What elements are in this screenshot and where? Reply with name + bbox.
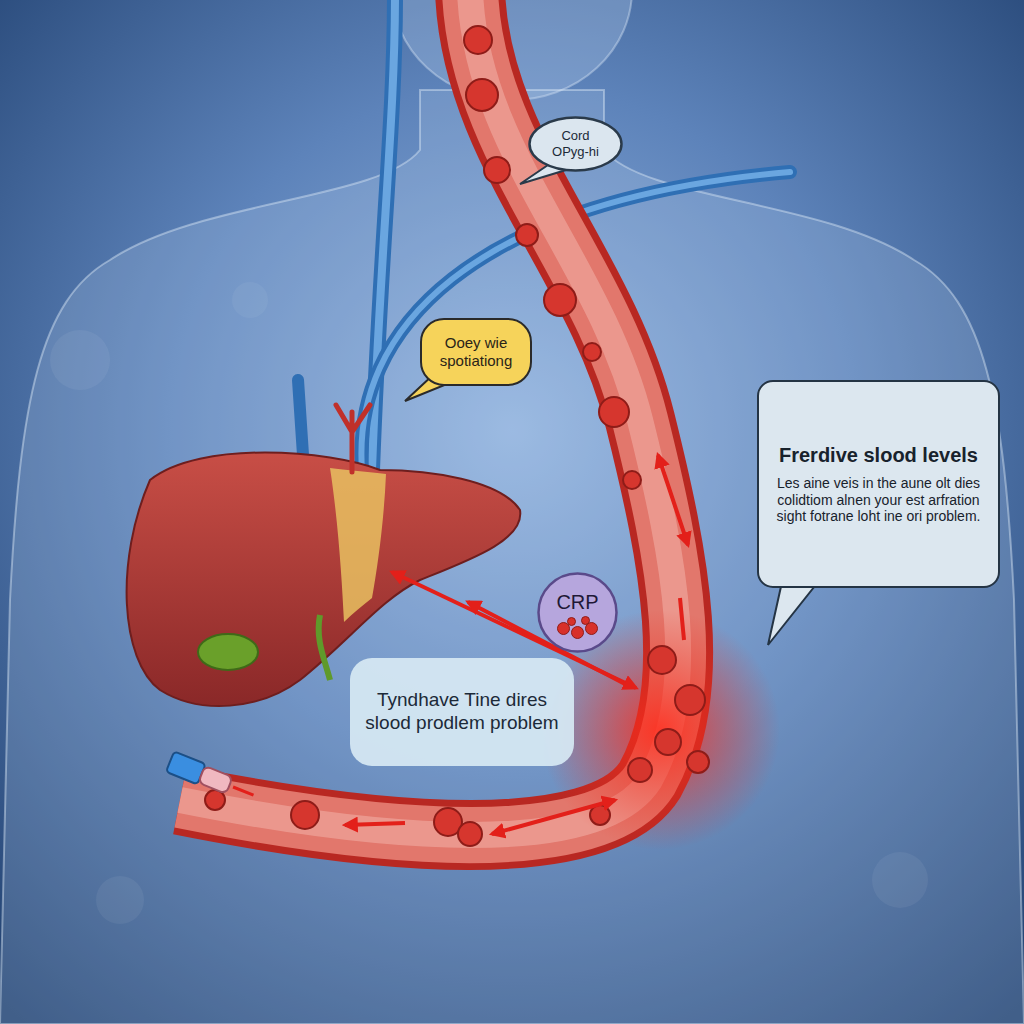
bubble [232,282,268,318]
speech-bubble: Cord OPyg-hi [528,116,623,172]
ligament [330,468,386,622]
node-heading: Tyndhave Tine dires slood prodlem proble… [364,689,560,735]
blood-cell [623,471,641,489]
arrow-dash [680,598,684,640]
catheter-tip [198,766,233,794]
catheter-line [233,787,253,795]
blood-cell [675,685,705,715]
blood-cell [464,26,492,54]
note-bubble: Ooey wie spotiationg [420,318,532,386]
arrows [345,455,688,834]
blood-cell [466,79,498,111]
blood-cell [687,751,709,773]
circle-outline [539,574,617,652]
blood-cell [582,617,590,625]
artery [336,405,370,472]
node-heading: CRP [549,590,607,614]
gallbladder [198,634,258,670]
callout-box: Frerdive slood levelsLes aine veis in th… [757,380,1000,588]
blood-cell [458,822,482,846]
bubble [96,876,144,924]
bile-duct [319,615,330,680]
blood-cell [558,623,570,635]
info-box: Tyndhave Tine dires slood prodlem proble… [350,658,574,766]
arrow [658,455,688,545]
arrow [345,823,405,825]
text-group: Cord OPyg-hi [542,128,610,159]
bubble [872,852,928,908]
text-group: CRP [549,590,607,636]
blood-cells [205,26,709,846]
node-heading: Cord OPyg-hi [542,128,610,159]
blood-cell [484,157,510,183]
blood-cell [648,646,676,674]
blood-cell [568,618,576,626]
blood-cell [544,284,576,316]
text-group: Frerdive slood levelsLes aine veis in th… [771,443,986,525]
marker-circle: CRP [537,572,618,653]
blood-cell [572,627,584,639]
text-group: Tyndhave Tine dires slood prodlem proble… [364,689,560,735]
arrow [492,800,615,834]
bubble-tail [768,582,818,645]
node-heading: Frerdive slood levels [771,443,986,467]
blood-cell [516,224,538,246]
node-body: Les aine veis in the aune olt dies colid… [771,475,986,525]
blood-cell [291,801,319,829]
blood-cell [655,729,681,755]
node-heading: Ooey wie spotiationg [434,334,518,370]
blood-cell [583,343,601,361]
bubble [50,330,110,390]
text-group: Ooey wie spotiationg [434,334,518,370]
torso [0,90,1024,1024]
ellipse-outline [530,118,622,171]
blood-cell [628,758,652,782]
blood-cell [599,397,629,427]
catheter [166,751,258,805]
